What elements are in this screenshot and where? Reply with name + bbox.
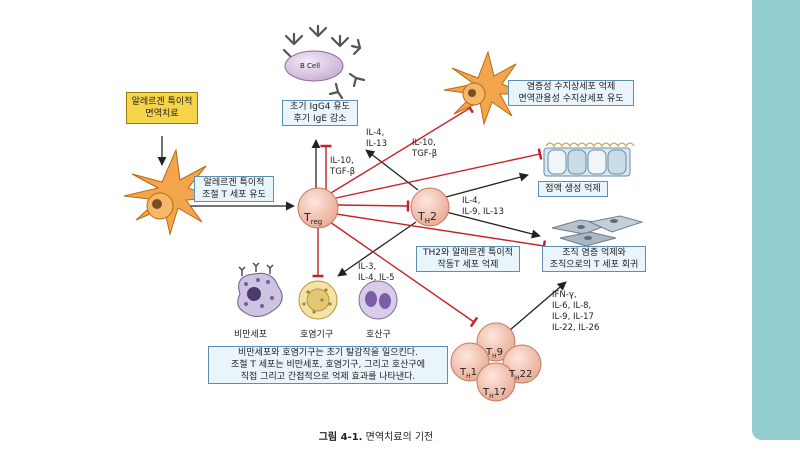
th9-cell-icon [476,322,516,362]
treg-cell-icon [297,187,339,229]
th22-label: TH22 [509,369,533,382]
figure-title: 면역치료의 기전 [365,432,434,443]
tolerogenic-dendritic-cell-icon [443,50,525,126]
th17-cell-icon [476,362,516,402]
dendritic-cell-icon [123,148,217,236]
suppress-treg-to-dc [325,102,474,197]
b-cell-icon [282,24,366,100]
mast-cell-caption: 비만세포 [234,330,268,340]
tissue-cells-icon [551,215,644,247]
arrow-th2-to-effectors [337,221,417,277]
epithelium-icon [543,142,635,177]
effector-cells-note: 비만세포와 호염기구는 초기 탈감작을 일으킨다. 조절 T 세포는 비만세포,… [208,346,448,384]
mast-cell-icon [237,262,283,317]
th1-label: TH1 [460,367,477,380]
label-ifn-group: IFN-γ, IL-6, IL-8, IL-9, IL-17 IL-22, IL… [552,290,600,333]
th17-label: TH17 [483,387,507,400]
suppress-treg-to-tissue [335,213,547,252]
allergen-immunotherapy-box: 알레르겐 특이적 면역치료 [126,92,198,124]
diagram-canvas [123,24,644,402]
label-il10-tgfb-right: IL-10, TGF-β [412,138,438,159]
label-il4-il9-il13: IL-4, IL-9, IL-13 [462,196,504,217]
suppress-treg-to-th-cells [329,221,479,328]
label-il4-il13: IL-4, IL-13 [366,128,387,149]
th2-cell-icon [410,187,450,227]
figure-caption: 그림 4-1. 면역치료의 기전 [0,428,752,443]
suppress-treg-to-th2 [337,200,410,212]
arrow-th2-to-tissue [445,211,541,239]
eosinophil-icon [358,280,398,320]
th1-cell-icon [450,342,490,382]
th2-suppression-box: TH2와 알레르겐 특이적 작동T 세포 억제 [416,246,520,272]
th9-label: TH9 [486,347,503,360]
treg-induction-box: 알레르겐 특이적 조절 T 세포 유도 [194,176,274,202]
tissue-inflammation-box: 조직 염증 억제와 조직으로의 T 세포 회귀 [542,246,646,272]
igg4-ige-box: 초기 IgG4 유도 후기 IgE 감소 [282,100,358,126]
th2-label: TH2 [418,210,437,226]
arrow-th2-to-bcell [365,149,419,191]
dendritic-regulation-box: 염증성 수지상세포 억제 면역관용성 수지상세포 유도 [508,80,634,106]
eosinophil-caption: 호산구 [366,330,391,340]
label-il10-tgfb-left: IL-10, TGF-β [330,156,356,177]
page-sidebar-tab [752,0,800,440]
arrow-th2-to-mucus [445,172,529,198]
arrow-th-to-tissue [509,281,567,331]
basophil-caption: 호염기구 [300,330,334,340]
figure-number: 그림 4-1. [318,432,363,443]
suppress-treg-to-mucus [335,148,543,199]
label-il3-il4-il5: IL-3, IL-4, IL-5 [358,262,395,283]
mucus-suppression-box: 점액 생성 억제 [538,181,608,197]
treg-label: Treg [304,211,323,227]
basophil-icon [298,280,338,320]
b-cell-label: B Cell [300,62,321,70]
